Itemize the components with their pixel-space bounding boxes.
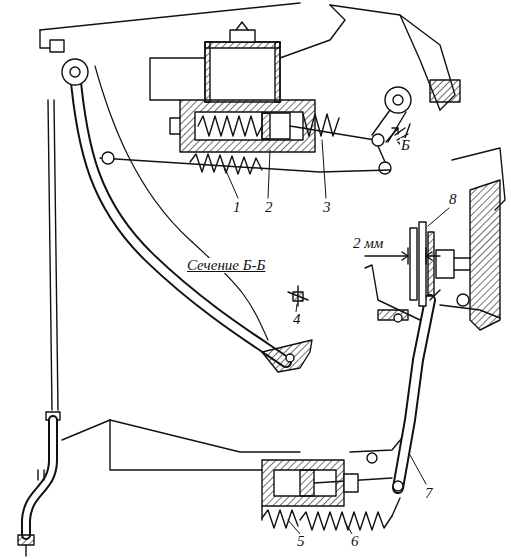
callout-number: 6 [350, 534, 360, 549]
dimension: 2 мм [352, 236, 384, 251]
callout-number: 8 [448, 192, 458, 207]
section-mark: Б [400, 138, 411, 153]
callout-number: 7 [424, 486, 434, 501]
callout-number: 5 [296, 534, 306, 549]
callout-number: 4 [292, 312, 302, 327]
callout-number: 1 [232, 200, 242, 215]
callout-number: 2 [264, 200, 274, 215]
callout-number: 3 [322, 200, 332, 215]
section-title: Сечение Б-Б [186, 258, 266, 273]
